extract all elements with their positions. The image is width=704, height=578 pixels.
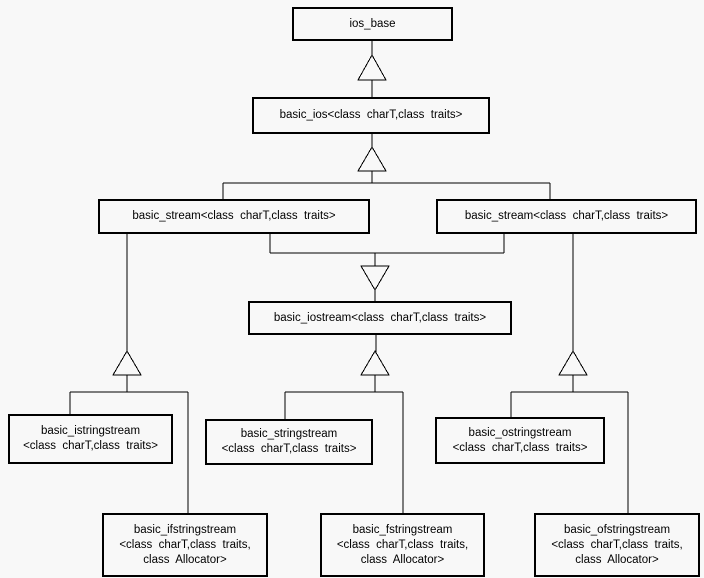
class-node-ios-base: ios_base <box>292 7 453 41</box>
class-label: basic_ofstringstream <box>563 523 671 536</box>
class-label: ios_base <box>349 17 396 30</box>
class-node-basic-ios: basic_ios<class charT,class traits> <box>252 97 490 134</box>
class-label: basic_ifstringstream <box>133 523 237 536</box>
class-node-basic-stringstream: basic_stringstream <class charT,class tr… <box>205 419 373 465</box>
class-label: class Allocator> <box>143 553 227 566</box>
class-label: <class charT,class traits> <box>221 443 357 455</box>
class-label: basic_ios<class charT,class traits> <box>279 109 463 121</box>
class-node-basic-ofstringstream: basic_ofstringstream <class charT,class … <box>534 513 700 577</box>
class-node-basic-ifstringstream: basic_ifstringstream <class charT,class … <box>102 513 268 577</box>
class-label: basic_iostream<class charT,class traits> <box>273 311 487 324</box>
class-label: <class charT,class traits, <box>119 538 251 551</box>
class-node-basic-istringstream: basic_istringstream <class charT,class t… <box>8 414 173 464</box>
class-label: <class charT,class traits> <box>23 440 158 452</box>
class-node-basic-fstringstream: basic_fstringstream <class charT,class t… <box>320 513 485 577</box>
class-label: <class charT,class traits, <box>551 538 683 551</box>
class-label: basic_istringstream <box>40 425 141 437</box>
inheritance-triangle-up-icon <box>357 53 387 81</box>
class-label: basic_stringstream <box>240 428 338 440</box>
inheritance-triangle-up-icon <box>357 146 387 172</box>
class-label: <class charT,class traits> <box>452 441 588 454</box>
class-label: <class charT,class traits, <box>336 538 469 551</box>
class-label: class Allocator> <box>360 553 445 566</box>
class-label: basic_ostringstream <box>468 426 572 439</box>
class-node-basic-stream-left: basic_stream<class charT,class traits> <box>98 199 370 234</box>
inheritance-triangle-up-icon <box>558 350 588 376</box>
class-label: basic_stream<class charT,class traits> <box>464 210 669 222</box>
class-label: basic_stream<class charT,class traits> <box>132 210 336 222</box>
inheritance-triangle-down-icon <box>360 265 390 291</box>
class-node-basic-stream-right: basic_stream<class charT,class traits> <box>436 199 697 234</box>
class-label: basic_fstringstream <box>352 523 453 536</box>
class-node-basic-ostringstream: basic_ostringstream <class charT,class t… <box>435 417 605 464</box>
class-label: class Allocator> <box>575 553 659 566</box>
class-node-basic-iostream: basic_iostream<class charT,class traits> <box>248 301 512 335</box>
inheritance-triangle-up-icon <box>360 350 390 376</box>
inheritance-triangle-up-icon <box>112 350 142 376</box>
inheritance-connector-lines <box>69 41 629 513</box>
